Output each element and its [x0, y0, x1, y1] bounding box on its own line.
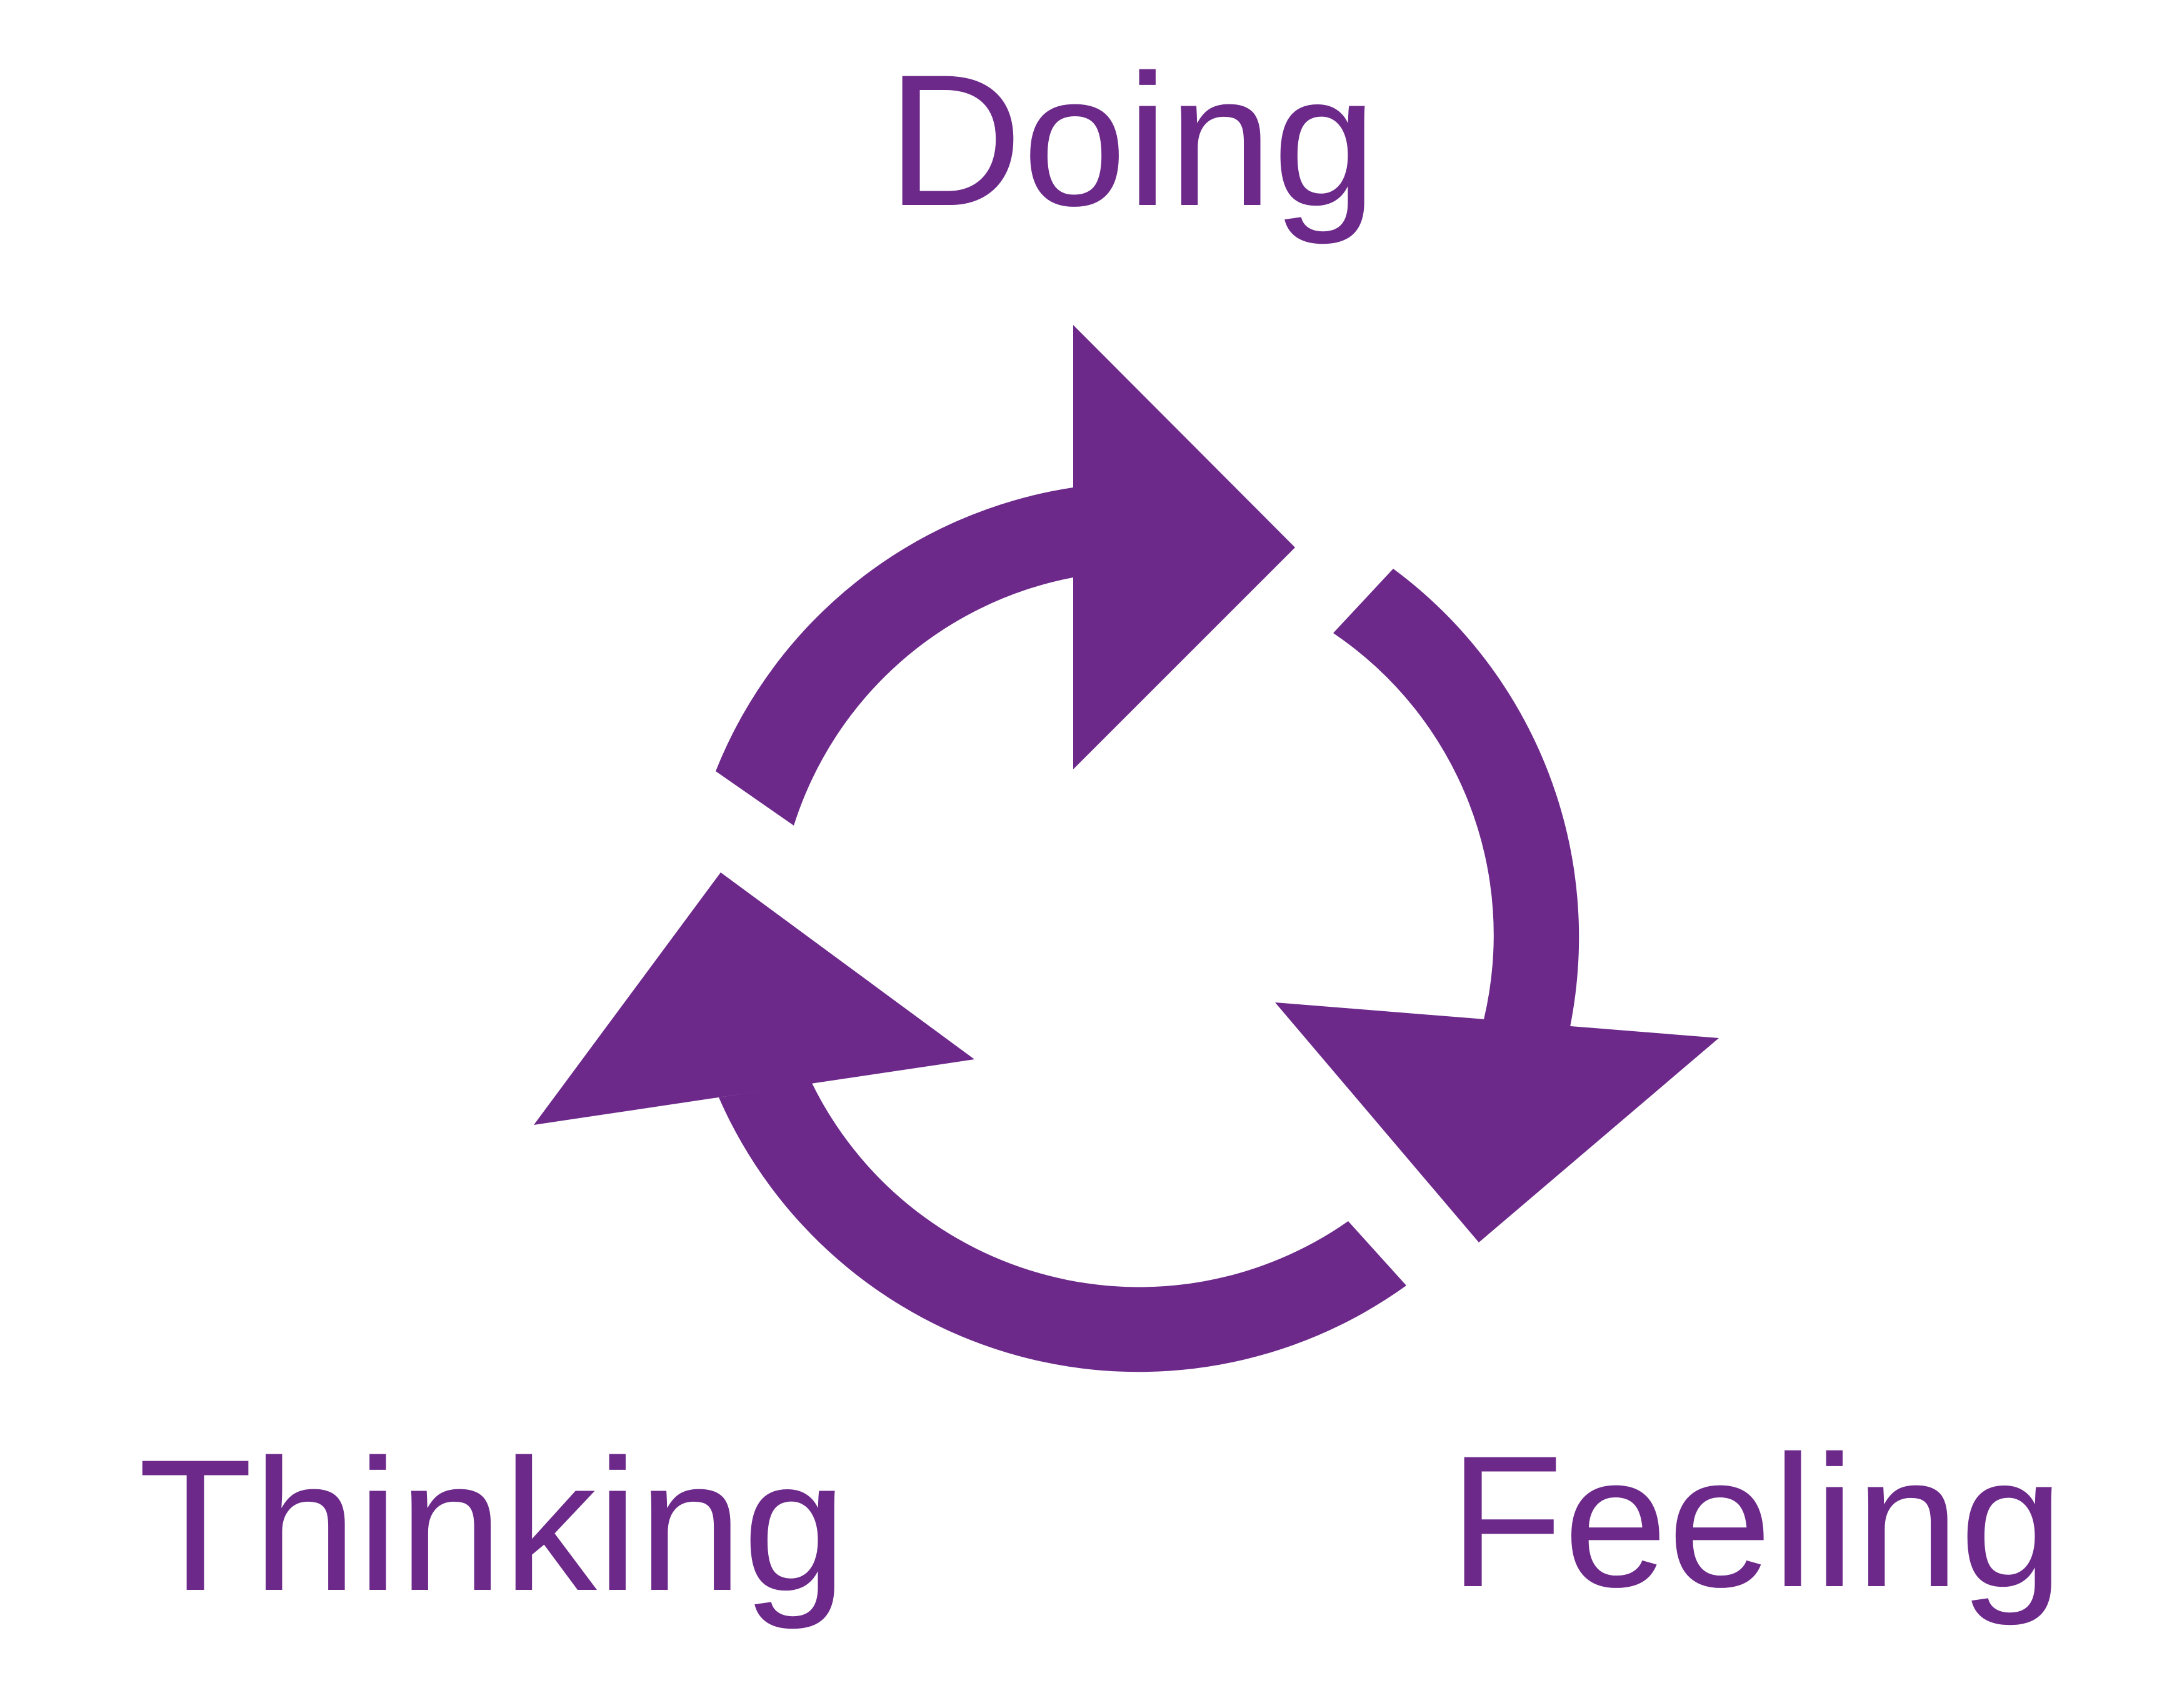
label-thinking: Thinking — [138, 1420, 847, 1630]
arc-feeling-to-thinking — [719, 1083, 1406, 1372]
arc-doing-to-feeling — [1333, 569, 1579, 1027]
arc-thinking-to-doing — [716, 487, 1073, 826]
label-doing: Doing — [887, 35, 1377, 245]
arrowhead-to-feeling — [1275, 1002, 1719, 1242]
arrowhead-to-thinking — [534, 872, 974, 1125]
label-feeling: Feeling — [1449, 1416, 2064, 1626]
arrowhead-to-doing — [1073, 325, 1295, 769]
